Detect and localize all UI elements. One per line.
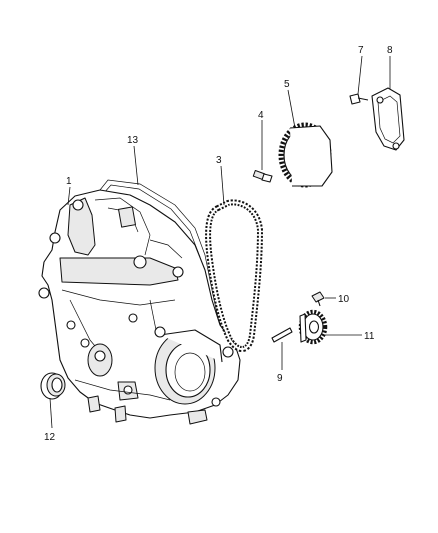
callout-5: 5 xyxy=(284,79,290,90)
sprocket-bolt xyxy=(252,169,273,183)
crankshaft-seal xyxy=(40,372,66,400)
callout-9: 9 xyxy=(277,373,283,384)
callout-1: 1 xyxy=(66,176,72,187)
woodruff-key xyxy=(271,327,293,343)
callout-12: 12 xyxy=(44,432,56,443)
gasket-bolt xyxy=(349,93,369,105)
timing-chain xyxy=(205,199,264,352)
callout-11: 11 xyxy=(364,331,375,342)
crank-sprocket-bolt xyxy=(311,291,325,307)
timing-cover-housing xyxy=(38,189,241,425)
crankshaft-sprocket xyxy=(298,309,328,345)
callout-8: 8 xyxy=(387,45,393,56)
callout-10: 10 xyxy=(338,294,350,305)
cover-plate-gasket xyxy=(371,87,405,151)
callout-labels: 1 3 4 5 7 8 9 10 11 12 13 xyxy=(44,45,393,443)
callout-4: 4 xyxy=(258,110,264,121)
callout-13: 13 xyxy=(127,135,139,146)
leader-lines xyxy=(49,55,391,429)
camshaft-sprocket xyxy=(278,122,333,188)
callout-7: 7 xyxy=(358,45,364,56)
callout-3: 3 xyxy=(216,155,222,166)
